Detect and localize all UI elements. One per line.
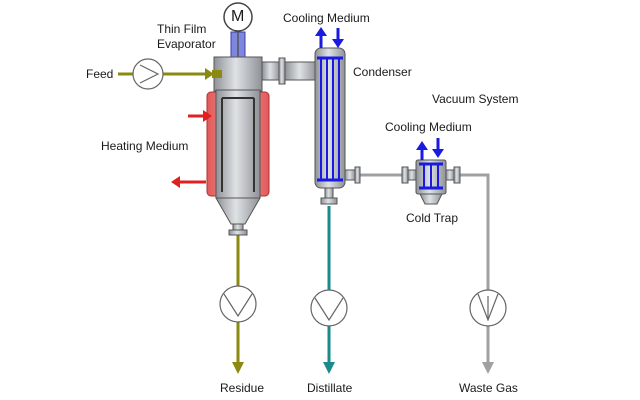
heating-medium-label: Heating Medium: [101, 139, 189, 153]
thin-film-evaporator: [206, 30, 318, 236]
residue-label: Residue: [220, 381, 265, 395]
condenser: [314, 47, 361, 205]
residue-line: [232, 234, 244, 374]
distillate-label: Distillate: [307, 381, 353, 395]
vacuum-line: [358, 173, 494, 374]
waste-gas-label: Waste Gas: [459, 381, 518, 395]
heating-out-arrow-icon: [171, 176, 206, 188]
feed-pump-icon: [132, 58, 164, 90]
vacuum-system-label: Vacuum System: [432, 92, 519, 106]
distillate-line: [323, 206, 335, 374]
cold-trap-label: Cold Trap: [406, 211, 459, 225]
motor-label: M: [231, 8, 245, 25]
evaporator-label-line2: Evaporator: [157, 37, 216, 51]
trap-cooling-in-arrow-icon: [432, 138, 444, 158]
motor-icon: [223, 2, 253, 32]
trap-cooling-medium-label: Cooling Medium: [385, 120, 472, 134]
heating-in-arrow-icon: [188, 110, 212, 122]
condenser-label: Condenser: [353, 65, 412, 79]
cold-trap: [401, 159, 461, 205]
trap-cooling-out-arrow-icon: [416, 141, 428, 160]
feed-line: [118, 68, 214, 80]
condenser-cooling-out-arrow-icon: [315, 27, 327, 48]
evaporator-label-line1: Thin Film: [157, 22, 207, 36]
distillate-pump-icon: [310, 289, 348, 327]
vacuum-pump-icon: [469, 289, 507, 327]
residue-pump-icon: [219, 285, 257, 323]
feed-label: Feed: [86, 67, 114, 81]
condenser-cooling-in-arrow-icon: [332, 28, 344, 48]
condenser-cooling-medium-label: Cooling Medium: [283, 11, 370, 25]
